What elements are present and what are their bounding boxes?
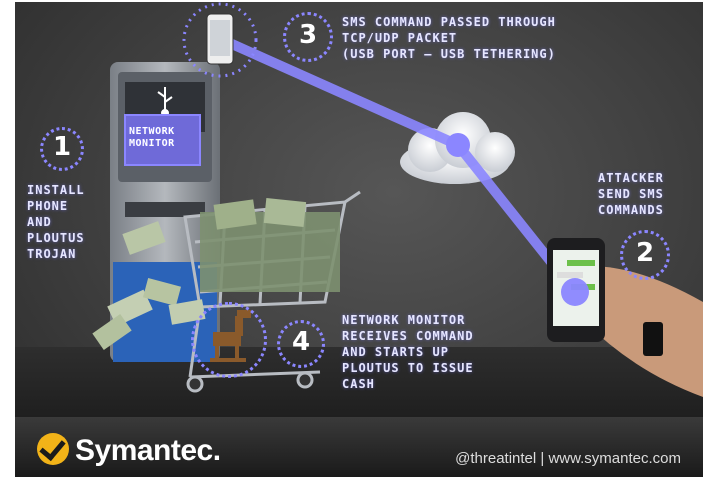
- atm-machine: [110, 62, 220, 362]
- checkmark-stroke: [39, 433, 66, 462]
- diagram-canvas: INSTALL PHONE AND PLOUTUS TROJAN ATTACKE…: [15, 2, 703, 477]
- step1-line-2: PHONE: [27, 199, 69, 213]
- footer-credit: @threatintel | www.symantec.com: [455, 450, 681, 467]
- step4-circle: [277, 320, 325, 368]
- step1-line-1: INSTALL: [27, 183, 85, 197]
- step4-line-5: CASH: [342, 377, 375, 391]
- network-monitor-line-2: MONITOR: [129, 138, 175, 149]
- network-monitor-line-1: NETWORK: [129, 126, 175, 137]
- step4-line-4: PLOUTUS TO ISSUE: [342, 361, 474, 375]
- diagram-graphics: [92, 2, 703, 397]
- step3-circle: [283, 12, 333, 62]
- step1-number: 1: [52, 132, 72, 162]
- step3-line-2: TCP/UDP PACKET: [342, 31, 458, 45]
- step2-label: ATTACKER SEND SMS COMMANDS: [598, 170, 664, 218]
- step2-line-3: COMMANDS: [598, 203, 664, 217]
- brand-name: Symantec.: [75, 434, 221, 467]
- step1-line-3: AND: [27, 215, 52, 229]
- step2-number: 2: [635, 238, 655, 268]
- phone-icon: [182, 2, 258, 78]
- step4-label: NETWORK MONITOR RECEIVES COMMAND AND STA…: [342, 312, 474, 392]
- network-monitor-label: NETWORK MONITOR: [129, 126, 175, 150]
- step2-circle: [620, 230, 670, 280]
- step1-line-4: PLOUTUS: [27, 231, 85, 245]
- cloud-node: [446, 133, 470, 157]
- step3-line-1: SMS COMMAND PASSED THROUGH: [342, 15, 556, 29]
- step4-line-3: AND STARTS UP: [342, 345, 449, 359]
- step3-label: SMS COMMAND PASSED THROUGH TCP/UDP PACKE…: [342, 14, 556, 62]
- checkmark-icon: [37, 433, 69, 465]
- footer-bar: Symantec. @threatintel | www.symantec.co…: [15, 417, 703, 477]
- attacker-phone: [547, 238, 703, 397]
- network-monitor-device: [124, 114, 201, 166]
- step4-line-1: NETWORK MONITOR: [342, 313, 466, 327]
- step4-line-2: RECEIVES COMMAND: [342, 329, 474, 343]
- step1-line-5: TROJAN: [27, 247, 77, 261]
- step3-line-3: (USB PORT — USB TETHERING): [342, 47, 556, 61]
- cash-icon: [92, 197, 340, 350]
- step3-number: 3: [298, 20, 318, 50]
- step4-number: 4: [291, 327, 311, 357]
- step2-line-2: SEND SMS: [598, 187, 664, 201]
- step1-label: INSTALL PHONE AND PLOUTUS TROJAN: [27, 182, 85, 262]
- step2-line-1: ATTACKER: [598, 171, 664, 185]
- trojan-circle: [191, 302, 267, 378]
- step1-circle: [40, 127, 84, 171]
